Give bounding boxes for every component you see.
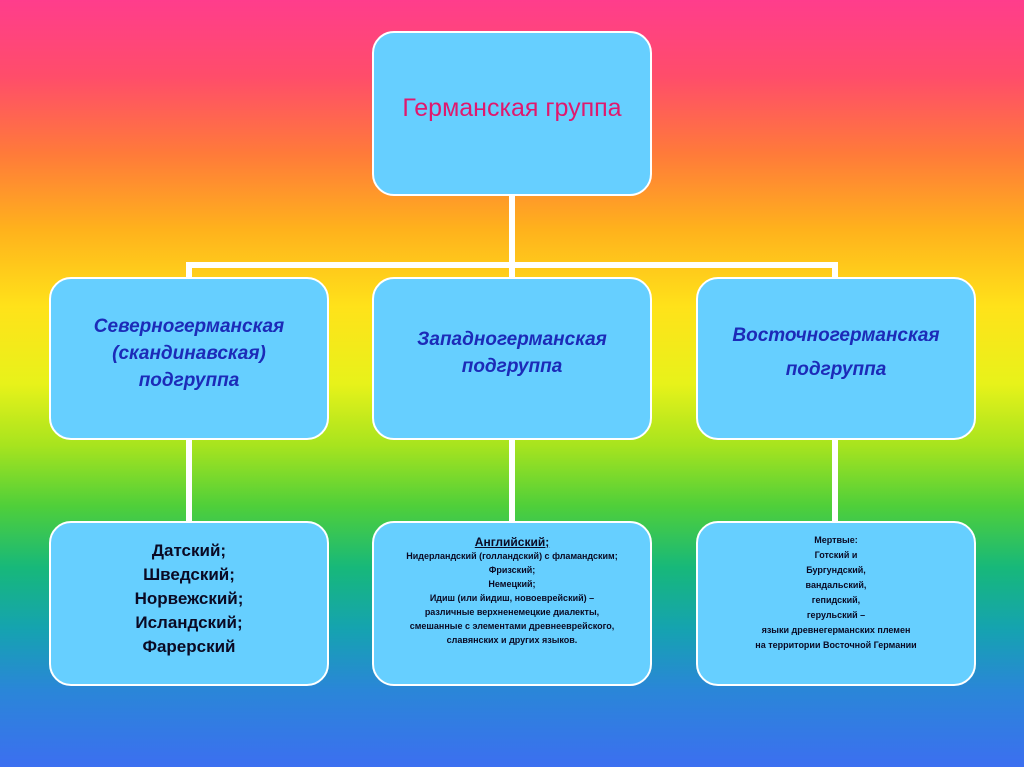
subgroup-west: Западногерманская подгруппа bbox=[372, 277, 652, 440]
language-item: Норвежский; bbox=[134, 588, 244, 608]
language-item: Готский и bbox=[814, 549, 858, 560]
language-item: гепидский, bbox=[811, 594, 861, 605]
language-item: герульский – bbox=[806, 609, 866, 620]
language-item: Нидерландский (голландский) с фламандски… bbox=[406, 550, 618, 561]
language-item: Шведский; bbox=[143, 564, 235, 584]
subgroup-east-line: подгруппа bbox=[785, 358, 887, 380]
language-item: вандальский, bbox=[805, 579, 867, 590]
language-item: Идиш (или йидиш, новоеврейский) – bbox=[429, 592, 595, 603]
languages-west: Английский; Нидерландский (голландский) … bbox=[372, 521, 652, 686]
language-item: различные верхненемецкие диалекты, bbox=[424, 606, 600, 617]
connector-right-lower bbox=[832, 438, 838, 524]
subgroup-west-line: Западногерманская bbox=[417, 328, 607, 350]
language-item: Датский; bbox=[151, 540, 227, 560]
language-item: Исландский; bbox=[135, 612, 243, 632]
language-item: Мертвые: bbox=[814, 534, 858, 545]
subgroup-north-line: подгруппа bbox=[138, 370, 240, 391]
subgroup-east: Восточногерманская подгруппа bbox=[696, 277, 976, 440]
subgroup-north-line: Северногерманская bbox=[93, 316, 285, 337]
connector-center-drop bbox=[509, 262, 515, 280]
connector-right-drop bbox=[832, 262, 838, 280]
languages-north: Датский; Шведский; Норвежский; Исландски… bbox=[49, 521, 329, 686]
connector-root-down bbox=[509, 194, 515, 264]
connector-left-lower bbox=[186, 438, 192, 524]
root-node: Германская группа bbox=[372, 31, 652, 196]
subgroup-north: Северногерманская (скандинавская) подгру… bbox=[49, 277, 329, 440]
subgroup-north-line: (скандинавская) bbox=[112, 343, 266, 364]
language-item: языки древнегерманских племен bbox=[761, 624, 911, 635]
root-title: Германская группа bbox=[402, 94, 622, 122]
connector-left-drop bbox=[186, 262, 192, 280]
connector-center-lower bbox=[509, 438, 515, 524]
subgroup-west-line: подгруппа bbox=[461, 355, 563, 377]
language-item: славянских и других языков. bbox=[446, 634, 578, 645]
language-item: Фарерский bbox=[142, 636, 236, 656]
language-item: смешанные с элементами древнееврейского, bbox=[409, 620, 615, 631]
language-item: Бургундский, bbox=[806, 564, 866, 575]
language-item: Немецкий; bbox=[488, 578, 536, 589]
subgroup-east-line: Восточногерманская bbox=[732, 324, 940, 346]
language-header: Английский; bbox=[474, 534, 550, 549]
language-item: Фризский; bbox=[488, 564, 536, 575]
languages-east: Мертвые: Готский и Бургундский, вандальс… bbox=[696, 521, 976, 686]
language-item: на территории Восточной Германии bbox=[755, 639, 917, 650]
